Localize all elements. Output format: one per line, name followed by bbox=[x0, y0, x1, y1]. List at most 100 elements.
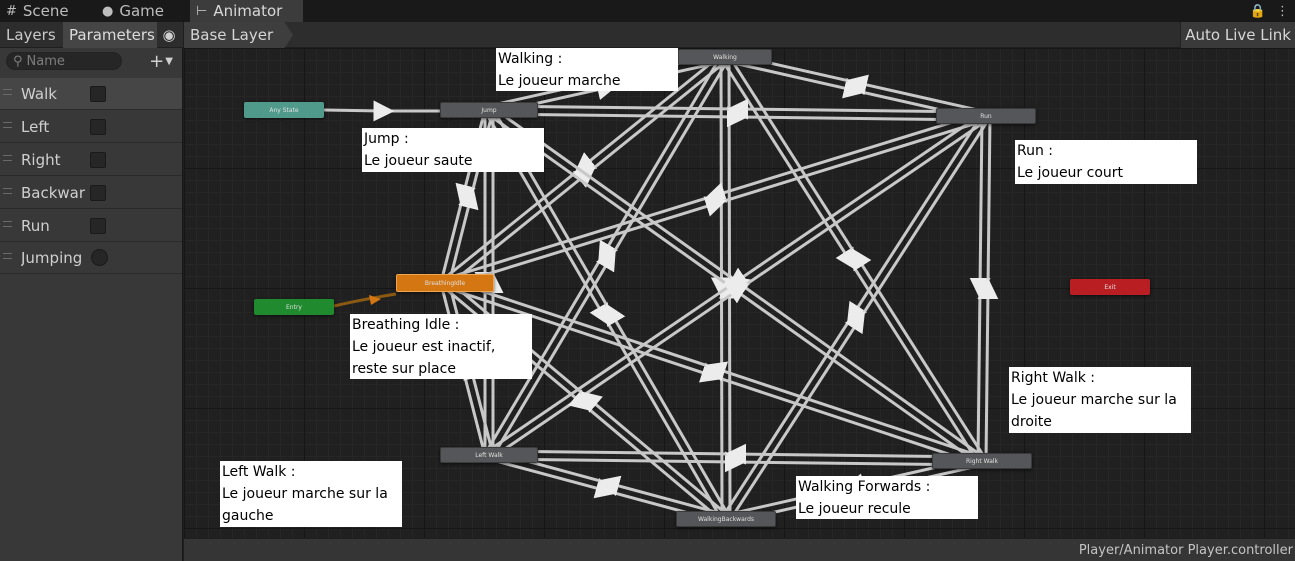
status-bar: Player/Animator Player.controller bbox=[184, 538, 1295, 561]
transition-line[interactable] bbox=[323, 100, 440, 122]
auto-live-link-label: Auto Live Link bbox=[1185, 26, 1291, 44]
note-jump: Jump : Le joueur saute bbox=[362, 128, 544, 172]
parameter-row[interactable]: Left bbox=[0, 111, 182, 143]
parameter-row[interactable]: Walk bbox=[0, 78, 182, 110]
state-node-walking[interactable]: Walking bbox=[678, 49, 772, 65]
state-label: Exit bbox=[1104, 283, 1116, 291]
gamepad-icon: ● bbox=[102, 3, 114, 19]
bool-checkbox[interactable] bbox=[90, 85, 106, 102]
chevron-down-icon: ▼ bbox=[165, 55, 173, 67]
drag-handle-icon[interactable] bbox=[3, 122, 12, 128]
plus-icon: + bbox=[149, 50, 165, 72]
search-input[interactable]: ⚲ Name bbox=[6, 52, 122, 70]
transition-line[interactable] bbox=[445, 118, 988, 289]
eye-icon[interactable]: ◉ bbox=[162, 26, 176, 44]
transition-line[interactable] bbox=[443, 110, 986, 281]
bool-checkbox[interactable] bbox=[90, 184, 106, 201]
search-placeholder: Name bbox=[26, 53, 65, 69]
state-node-walking-backwards[interactable]: WalkingBackwards bbox=[676, 511, 776, 527]
parameters-panel: Layers Parameters ◉ ⚲ Name +▼ Walk Left … bbox=[0, 22, 183, 561]
parameter-row[interactable]: Backwar bbox=[0, 177, 182, 209]
note-walking: Walking : Le joueur marche bbox=[496, 48, 678, 91]
bool-checkbox[interactable] bbox=[90, 118, 106, 135]
entry-node[interactable]: Entry bbox=[254, 299, 334, 315]
state-node-breathing-idle[interactable]: BreathingIdle bbox=[396, 274, 494, 292]
transition-line[interactable] bbox=[485, 111, 985, 453]
tab-game-label: Game bbox=[119, 2, 164, 20]
state-label: Left Walk bbox=[475, 451, 503, 459]
drag-handle-icon[interactable] bbox=[3, 89, 12, 95]
tab-parameters-label: Parameters bbox=[69, 26, 155, 44]
tab-layers[interactable]: Layers bbox=[0, 22, 62, 48]
bool-checkbox[interactable] bbox=[90, 217, 106, 234]
parameter-row[interactable]: Jumping bbox=[0, 242, 182, 274]
parameter-row[interactable]: Run bbox=[0, 210, 182, 242]
state-label: Entry bbox=[286, 303, 302, 311]
window-controls: 🔒 ⋮ bbox=[1250, 0, 1289, 22]
note-breathing-idle: Breathing Idle : Le joueur est inactif, … bbox=[350, 314, 532, 379]
grid-icon: # bbox=[6, 3, 17, 19]
note-left-walk: Left Walk : Le joueur marche sur la gauc… bbox=[220, 461, 402, 527]
controller-path: Player/Animator Player.controller bbox=[1078, 543, 1293, 558]
breadcrumb[interactable]: Base Layer bbox=[184, 22, 294, 48]
parameter-name: Backwar bbox=[21, 183, 86, 202]
parameter-row[interactable]: Right bbox=[0, 144, 182, 176]
state-label: Any State bbox=[269, 106, 299, 114]
bool-checkbox[interactable] bbox=[90, 151, 106, 168]
more-options-icon[interactable]: ⋮ bbox=[1276, 3, 1289, 19]
transition-line[interactable] bbox=[491, 58, 730, 458]
window-tab-bar: # Scene ● Game ⊢ Animator 🔒 ⋮ bbox=[0, 0, 1295, 22]
state-label: Right Walk bbox=[965, 457, 999, 465]
state-label: Run bbox=[980, 112, 992, 120]
trigger-radio[interactable] bbox=[91, 249, 108, 266]
state-label: Walking bbox=[713, 53, 737, 61]
transition-line[interactable] bbox=[720, 58, 980, 464]
tab-parameters[interactable]: Parameters bbox=[63, 22, 157, 48]
note-walking-backwards: Walking Forwards : Le joueur recule bbox=[796, 476, 978, 519]
tab-scene-label: Scene bbox=[22, 2, 69, 20]
parameter-name: Jumping bbox=[21, 248, 83, 267]
note-right-walk: Right Walk : Le joueur marche sur la dro… bbox=[1009, 367, 1191, 433]
parameter-name: Right bbox=[21, 150, 61, 169]
lock-icon[interactable]: 🔒 bbox=[1249, 3, 1266, 19]
note-run: Run : Le joueur court bbox=[1015, 140, 1197, 184]
state-label: WalkingBackwards bbox=[697, 515, 755, 523]
tab-layers-label: Layers bbox=[6, 26, 56, 44]
animator-graph[interactable]: Walking Any State Jump Run BreathingIdle… bbox=[184, 48, 1295, 538]
transition-line[interactable] bbox=[489, 98, 987, 120]
tab-scene[interactable]: # Scene bbox=[0, 0, 84, 22]
search-icon: ⚲ bbox=[13, 53, 23, 69]
transition-line[interactable] bbox=[977, 116, 999, 462]
entry-transition-arrow bbox=[369, 295, 381, 305]
transition-line[interactable] bbox=[488, 451, 982, 473]
transition-line[interactable] bbox=[710, 57, 732, 520]
state-node-left-walk[interactable]: Left Walk bbox=[440, 447, 538, 463]
transition-line[interactable] bbox=[489, 443, 983, 465]
transition-line[interactable] bbox=[969, 115, 991, 461]
parameter-name: Run bbox=[21, 216, 50, 235]
tab-animator[interactable]: ⊢ Animator bbox=[190, 0, 303, 22]
transition-line[interactable] bbox=[491, 107, 731, 518]
state-node-right-walk[interactable]: Right Walk bbox=[932, 453, 1032, 469]
auto-live-link-button[interactable]: Auto Live Link bbox=[1180, 22, 1295, 48]
transition-line[interactable] bbox=[446, 58, 729, 288]
state-label: BreathingIdle bbox=[424, 279, 466, 287]
drag-handle-icon[interactable] bbox=[3, 155, 12, 161]
animator-icon: ⊢ bbox=[196, 3, 208, 19]
entry-transition bbox=[333, 292, 397, 308]
drag-handle-icon[interactable] bbox=[3, 188, 12, 194]
drag-handle-icon[interactable] bbox=[3, 253, 12, 259]
transition-line[interactable] bbox=[727, 54, 987, 460]
state-node-jump[interactable]: Jump bbox=[440, 102, 538, 118]
state-label: Jump bbox=[481, 106, 497, 114]
any-state-node[interactable]: Any State bbox=[244, 102, 324, 118]
exit-node[interactable]: Exit bbox=[1070, 279, 1150, 295]
tab-game[interactable]: ● Game bbox=[96, 0, 188, 22]
tab-animator-label: Animator bbox=[213, 2, 283, 20]
add-parameter-button[interactable]: +▼ bbox=[145, 50, 177, 72]
graph-toolbar: Base Layer Auto Live Link bbox=[184, 22, 1295, 48]
drag-handle-icon[interactable] bbox=[3, 221, 12, 227]
transition-line[interactable] bbox=[488, 106, 986, 128]
transition-line[interactable] bbox=[445, 277, 984, 459]
state-node-run[interactable]: Run bbox=[936, 108, 1036, 124]
